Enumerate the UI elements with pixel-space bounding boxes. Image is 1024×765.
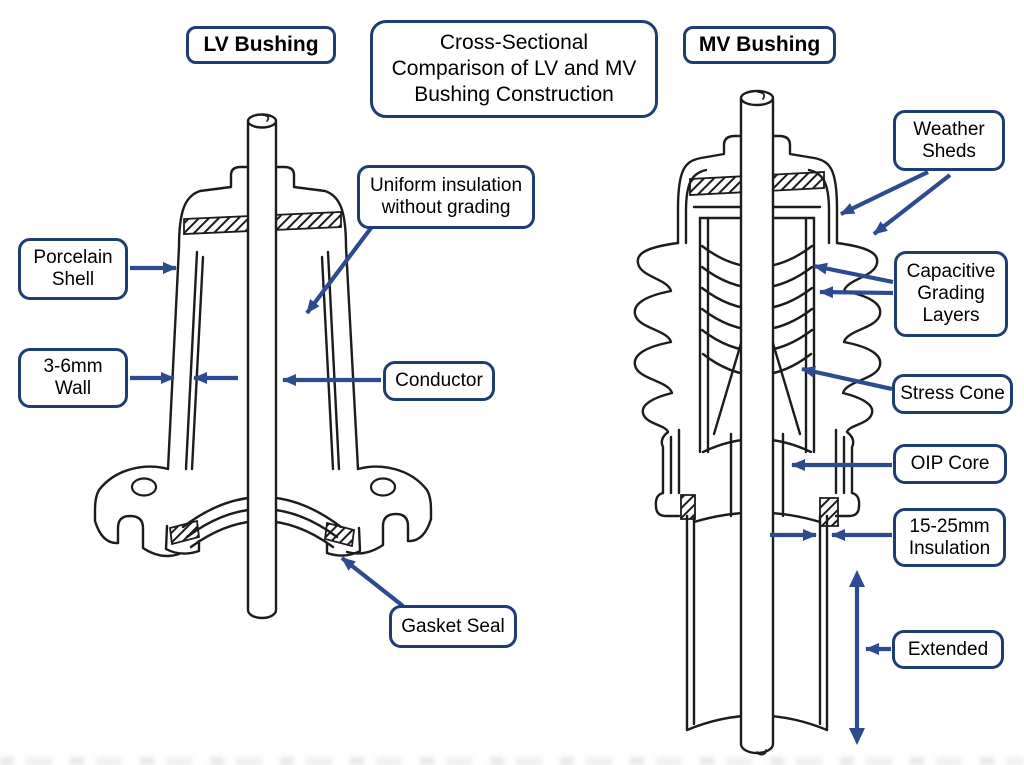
wall-thickness-label: 3-6mm Wall	[18, 348, 128, 408]
mv-bushing-header-label: MV Bushing	[683, 26, 836, 64]
lv-bolt-hole-left	[130, 477, 158, 497]
extent-arrowhead-down	[849, 728, 865, 745]
diagram-title: Cross-Sectional Comparison of LV and MV …	[370, 20, 658, 118]
lv-flange	[93, 465, 170, 545]
gasket-seal-label: Gasket Seal	[389, 605, 517, 648]
lv-bushing-drawing	[93, 113, 433, 620]
weather-sheds-label: Weather Sheds	[893, 110, 1005, 171]
uniform-insulation-arrow	[305, 226, 373, 315]
oip-core-label: OIP Core	[893, 444, 1007, 484]
weather-sheds-arrow-2	[872, 173, 952, 236]
lv-gasket-seal-right	[324, 521, 355, 548]
annotation-arrows	[130, 170, 952, 745]
lv-conductor-rod	[246, 120, 278, 620]
stress-cone-arrow	[801, 365, 893, 392]
mv-weather-sheds-left	[633, 241, 680, 495]
grading-layers-arrow-2	[819, 286, 894, 299]
grading-layers-arrow-1	[813, 262, 894, 285]
mv-weather-sheds-right	[835, 241, 882, 495]
lv-bolt-hole-right	[369, 477, 397, 497]
capacitive-grading-layers-label: Capacitive Grading Layers	[894, 251, 1008, 337]
gasket-seal-arrow	[340, 556, 405, 608]
mv-stress-cone	[701, 338, 813, 518]
weather-sheds-arrow-1	[840, 170, 929, 216]
lv-bushing-header-label: LV Bushing	[186, 26, 336, 64]
extent-arrowhead-up	[849, 570, 865, 587]
stress-cone-label: Stress Cone	[892, 374, 1013, 414]
mv-bushing-drawing	[633, 89, 882, 756]
porcelain-shell-label: Porcelain Shell	[18, 238, 128, 300]
lv-gasket-seal-left	[169, 519, 200, 546]
extended-label: Extended	[892, 630, 1004, 669]
uniform-insulation-label: Uniform insulation without grading	[357, 165, 535, 229]
insulation-thickness-label: 15-25mm Insulation	[893, 508, 1006, 567]
mv-extended-tube	[685, 511, 829, 732]
mv-conductor-rod	[739, 97, 775, 755]
bottom-artifact-strip	[0, 757, 1024, 765]
conductor-label: Conductor	[383, 361, 495, 401]
